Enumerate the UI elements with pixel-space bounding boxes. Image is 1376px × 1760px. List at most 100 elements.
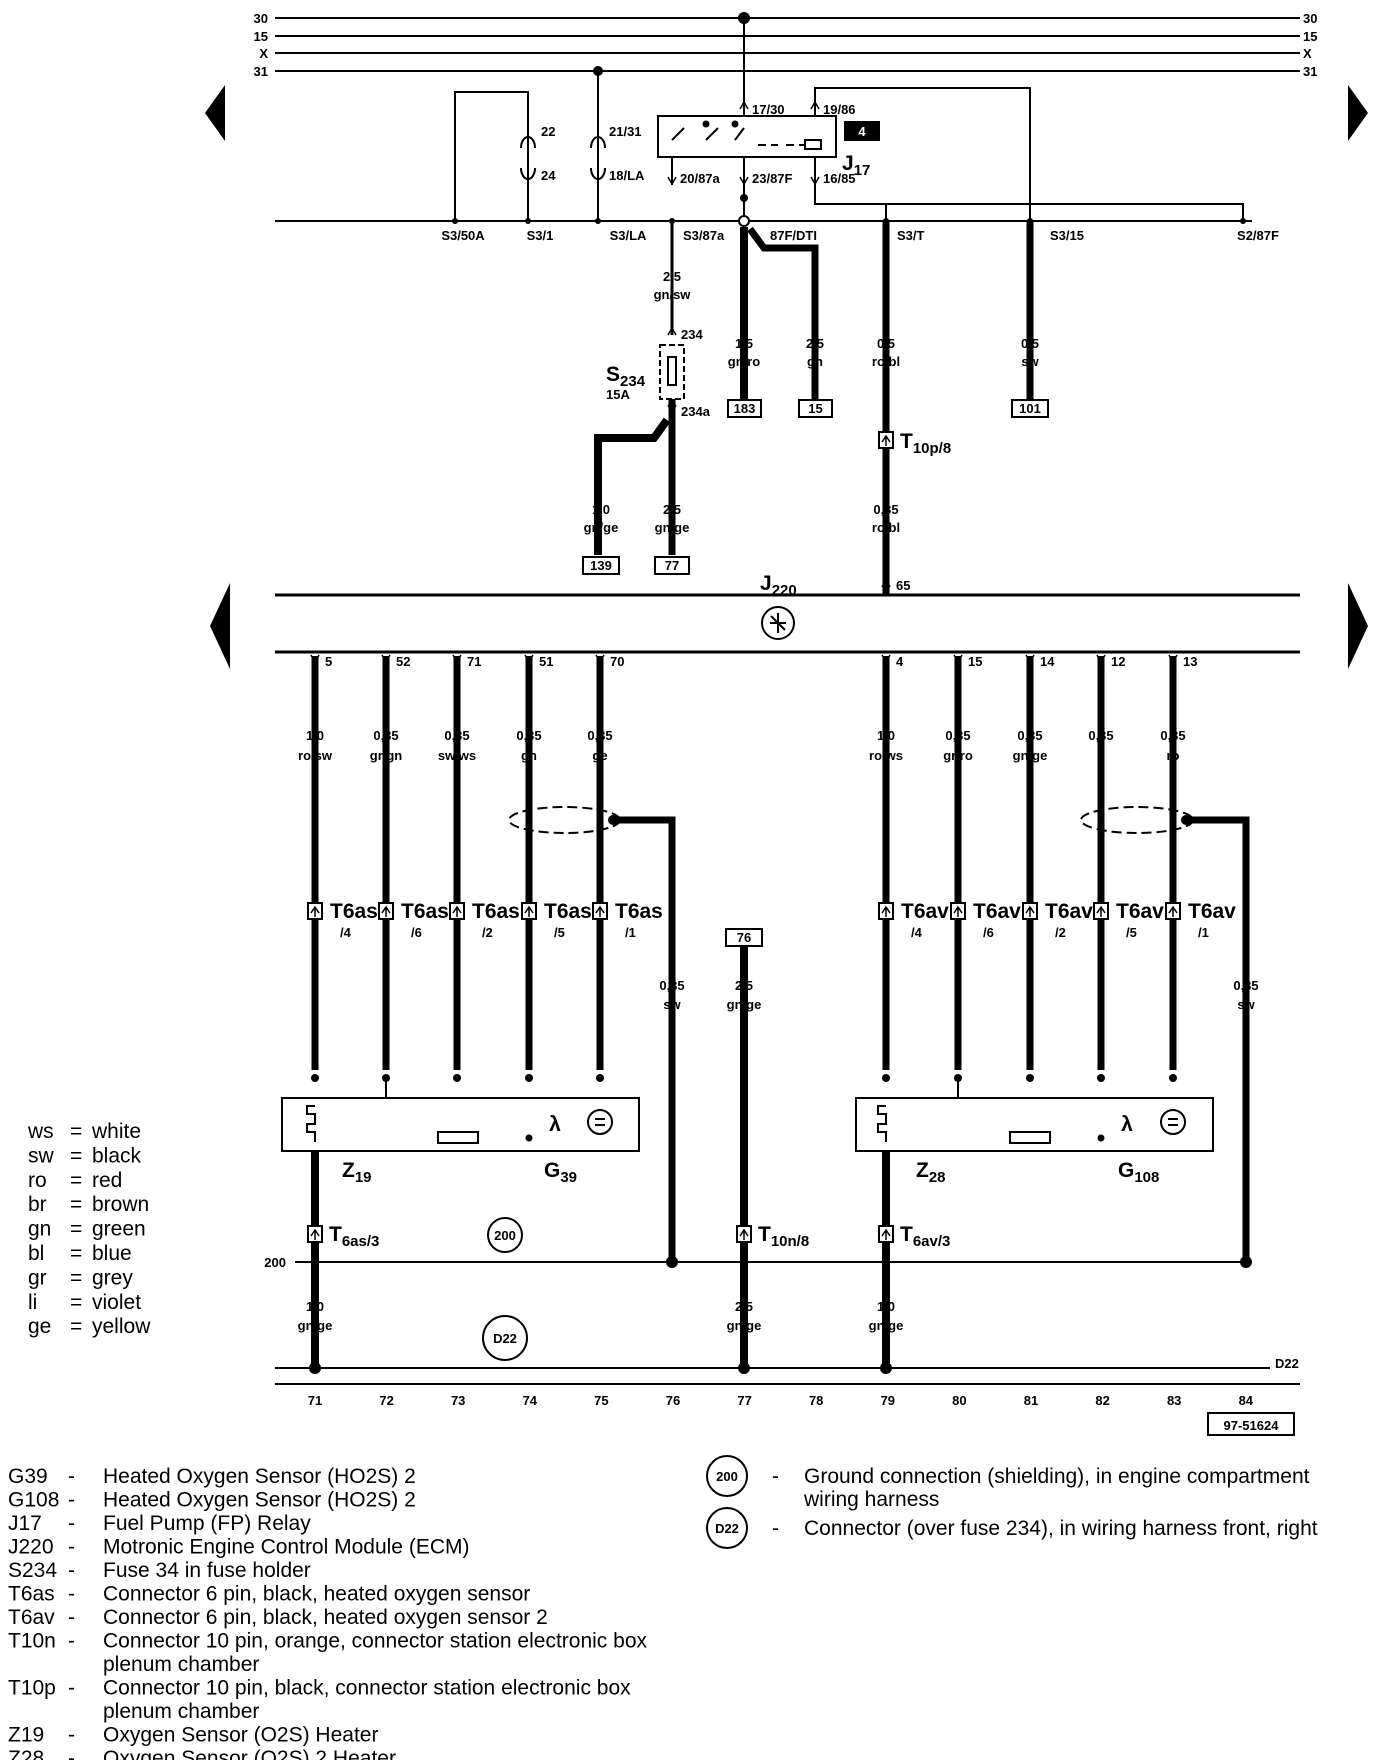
wire-size-7: 0,35 (1017, 728, 1042, 743)
t10n-label: T10n/8 (758, 1223, 809, 1250)
legend-desc-2-0: Fuel Pump (FP) Relay (103, 1512, 311, 1535)
fuse-element-icon (667, 356, 677, 386)
t10p-label: T10p/8 (900, 430, 951, 457)
sensor-pin-dot (954, 1074, 962, 1082)
sensor-connector-pin-2: /2 (482, 925, 493, 940)
wire-size: 2,5 (806, 336, 824, 351)
color-code-3: br (28, 1193, 47, 1216)
label-sub: 10p/8 (913, 440, 951, 457)
sensor-resistor-icon (437, 1131, 479, 1144)
relay-contact-icon (671, 127, 745, 141)
label-main: Z (916, 1159, 929, 1182)
sensor-connector-label-3: T6as (544, 900, 592, 923)
legend-code-6: T6av (8, 1606, 55, 1629)
label-sub: 39 (560, 1169, 577, 1186)
label-main: T (900, 430, 913, 453)
ecm-pin-label-7: 14 (1040, 654, 1055, 669)
wire-size: 2,5 (663, 269, 681, 284)
connector-arrow-icon (310, 905, 320, 917)
sensor-connector-label-8: T6av (1116, 900, 1164, 923)
sensor-connector-label-6: T6av (973, 900, 1021, 923)
relay-pin-16-85: 16/85 (823, 171, 856, 186)
sensor-connector-label-9: T6av (1188, 900, 1236, 923)
relay-pin-20-87a: 20/87a (680, 171, 721, 186)
label-sub: 19 (355, 1169, 372, 1186)
wire-color-3: gn (521, 748, 537, 763)
connector-arrow-icon (881, 1228, 891, 1240)
label-main: S (606, 363, 620, 386)
legend-dash-9: - (68, 1724, 75, 1747)
label-main: J (842, 152, 854, 175)
sensor-pin-dot (453, 1074, 461, 1082)
ground-bus-label: 200 (264, 1255, 286, 1270)
ecm-pin-label-5: 4 (896, 654, 904, 669)
sensor-connector-label-1: T6as (401, 900, 449, 923)
bus30-junction (738, 12, 750, 24)
column-number-0: 71 (308, 1393, 322, 1408)
wire-color-8: li (1097, 748, 1104, 763)
connector-arrow-icon (1025, 905, 1035, 917)
label-sub: 28 (929, 1169, 946, 1186)
legend-desc-3-0: Motronic Engine Control Module (ECM) (103, 1536, 469, 1559)
connector-arrow-icon (381, 905, 391, 917)
color-eq-6: = (70, 1266, 82, 1289)
ecm-pin-label-2: 71 (467, 654, 481, 669)
label-main: J (760, 572, 772, 595)
diagram-id-box (1207, 1412, 1295, 1436)
wire-color-1: gr/gn (370, 748, 403, 763)
heater-id-label-0: Z19 (342, 1159, 372, 1186)
legend-code-0: G39 (8, 1465, 48, 1488)
shield-junction-1 (1181, 815, 1191, 825)
relay-badge (844, 121, 880, 141)
connector-arrow-icon (310, 1228, 320, 1240)
pin-23-87f-arrow-icon (739, 176, 749, 186)
label-main: G (1118, 1159, 1134, 1182)
wire-color: gn/ge (727, 997, 762, 1012)
wire-color-6: gr/ro (943, 748, 973, 763)
ground-circle-d22-label: D22 (493, 1331, 517, 1346)
legend-code-5: T6as (8, 1583, 55, 1606)
bottom-junction-dot-2 (880, 1362, 892, 1374)
wire-color: gn/ro (728, 354, 761, 369)
color-eq-2: = (70, 1169, 82, 1192)
label-sub: 108 (1134, 1169, 1159, 1186)
sensor-connector-label-7: T6av (1045, 900, 1093, 923)
legend-circle-0 (706, 1455, 748, 1497)
wire-color: sw (1021, 354, 1039, 369)
shield-wire-color-0: sw (663, 997, 681, 1012)
ecm-pin-arrow-icon-1 (381, 654, 391, 664)
color-name-8: yellow (92, 1315, 151, 1338)
connector-arrow-icon (1168, 905, 1178, 917)
relay-badge-label: 4 (858, 124, 866, 139)
page-right-arrow-icon-2 (1348, 583, 1368, 669)
wire-color: gn (807, 354, 823, 369)
shield-wire-color-1: sw (1237, 997, 1255, 1012)
legend-desc-0-0: Heated Oxygen Sensor (HO2S) 2 (103, 1465, 416, 1488)
wire-size: 0,5 (877, 336, 895, 351)
ecm-pin-arrow-icon-0 (310, 654, 320, 664)
color-code-7: li (28, 1291, 37, 1314)
shield-loop-0 (508, 806, 621, 834)
wire-size: 2,5 (663, 502, 681, 517)
color-code-0: ws (27, 1120, 54, 1143)
ecm-id-label: J220 (760, 572, 797, 599)
sensor-source-icon (1160, 1109, 1186, 1135)
fuse-terminal-18-la: 18/LA (609, 168, 645, 183)
sensor-pin-dot (1026, 1074, 1034, 1082)
pin-65-arrow-icon (881, 578, 891, 588)
shield-wire-1 (1186, 816, 1250, 1262)
color-eq-1: = (70, 1144, 82, 1167)
sensor-connector-label-2: T6as (472, 900, 520, 923)
fuse-pin-234a-arrow-icon (667, 404, 677, 414)
bottom-wire-color-1: gn/ge (727, 1318, 762, 1333)
color-code-8: ge (28, 1315, 51, 1338)
ecm-pin-label-6: 15 (968, 654, 982, 669)
sensor-connector-pin-4: /1 (625, 925, 636, 940)
bottom-wire-size-1: 2,5 (735, 1299, 753, 1314)
wire-color-9: ro (1167, 748, 1180, 763)
column-number-5: 76 (666, 1393, 680, 1408)
wire-color-4: ge (592, 748, 607, 763)
jct-s2-87f (1240, 218, 1246, 224)
fuse-branch-wire (594, 417, 671, 555)
ref-box-76-label: 76 (737, 930, 751, 945)
